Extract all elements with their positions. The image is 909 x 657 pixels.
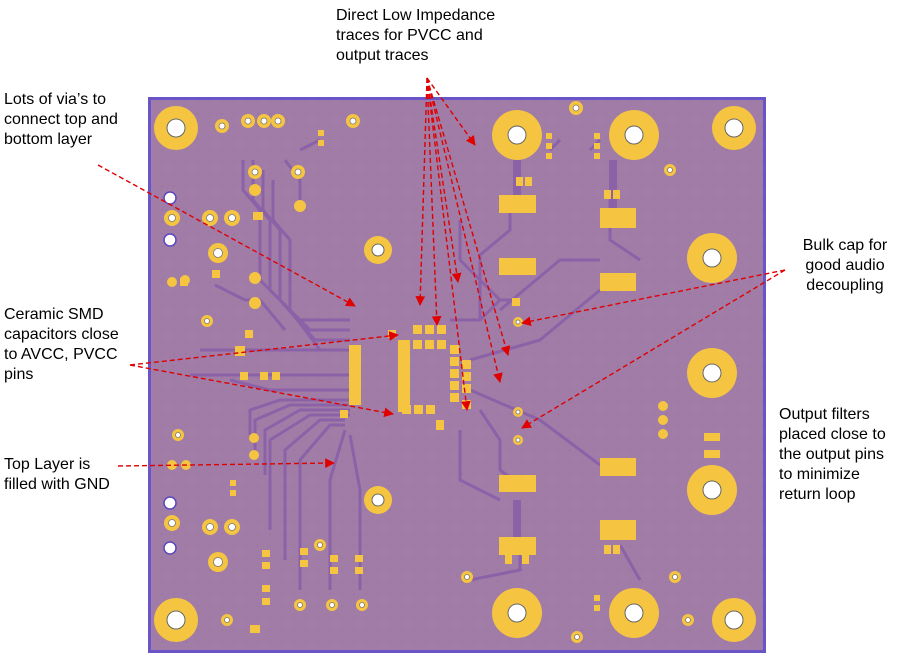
annotation-output-filters: Output filters placed close to the outpu… [779,406,886,503]
annotation-low-impedance-traces: Direct Low Impedance traces for PVCC and… [336,7,496,64]
through-hole-pads [163,101,694,643]
annotation-bulk-cap: Bulk cap for good audio decoupling [802,237,888,294]
annotation-top-layer-gnd: Top Layer is filled with GND [4,456,110,493]
annotation-vias: Lots of via’s to connect top and bottom … [4,91,118,148]
filter-inductor-pads [499,195,720,555]
output-terminals [492,110,737,638]
mounting-holes [154,106,756,642]
ic-footprint [340,325,471,430]
annotation-arrows [97,77,786,469]
annotation-ceramic-capacitors: Ceramic SMD capacitors close to AVCC, PV… [4,306,119,383]
